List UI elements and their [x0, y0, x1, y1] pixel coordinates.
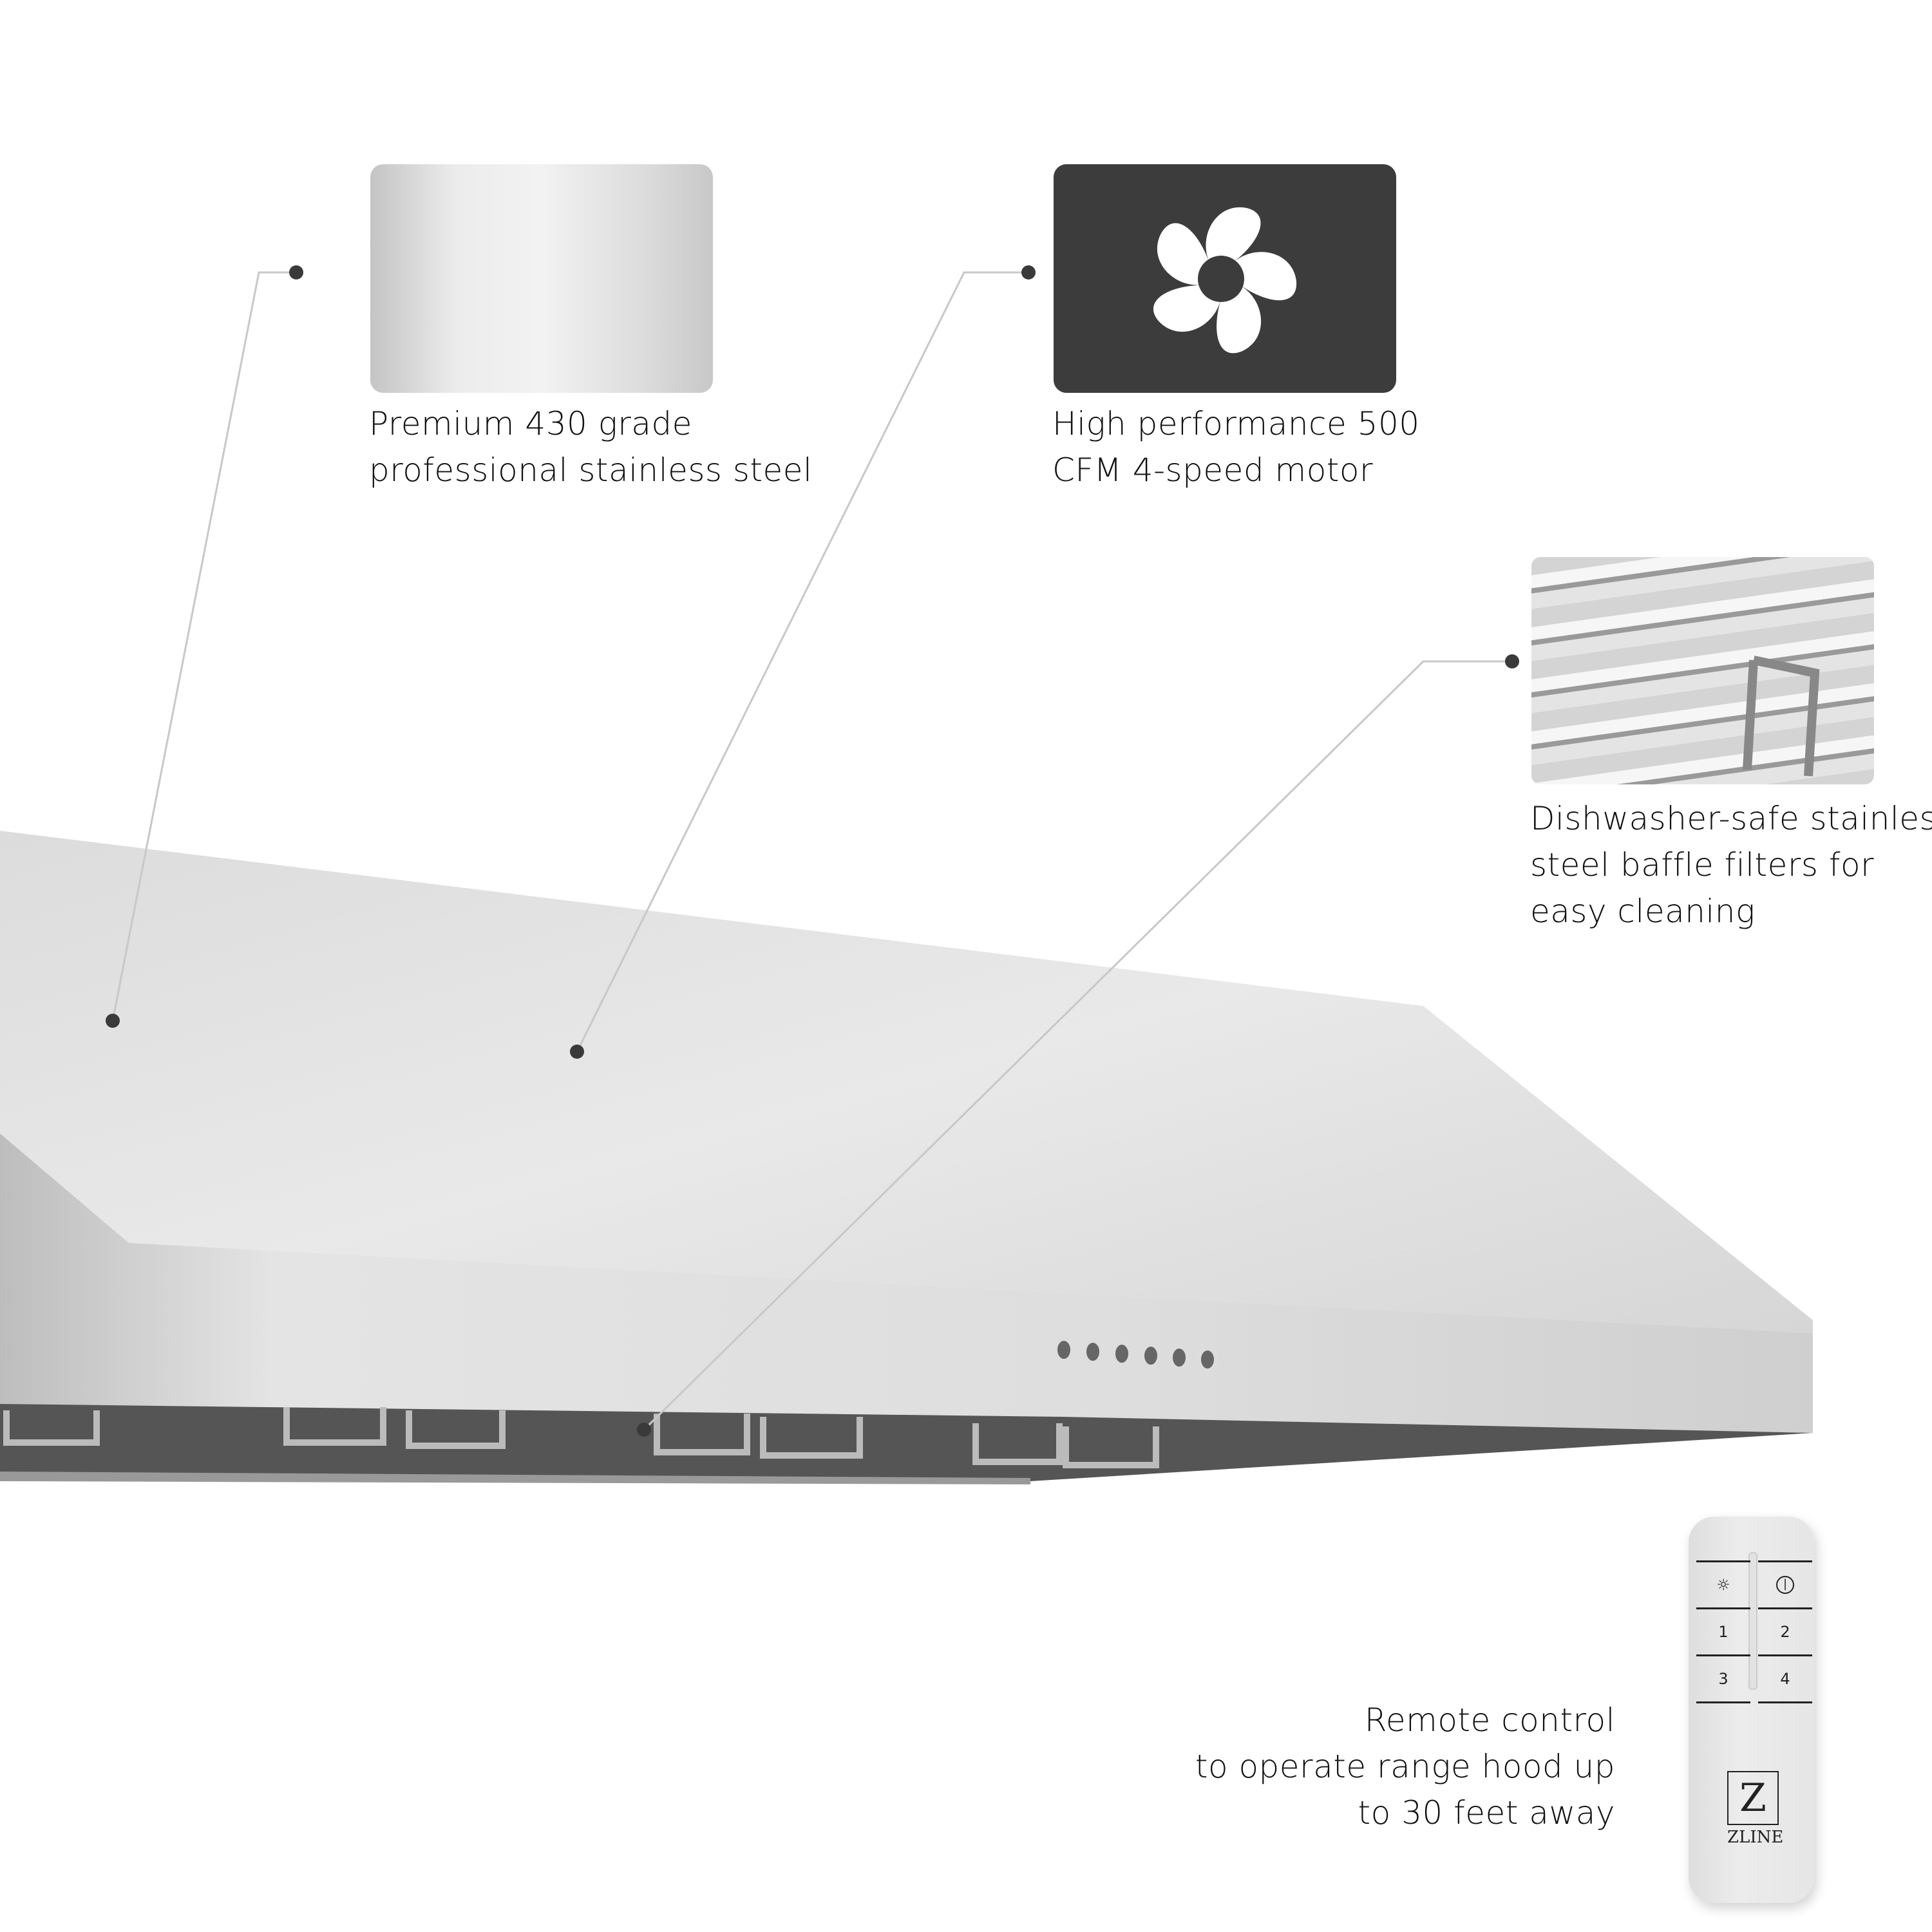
callout-dot: [570, 1045, 584, 1059]
caption-line: to operate range hood up: [1195, 1748, 1615, 1785]
callout-dot: [637, 1423, 651, 1437]
feature-caption-steel: Premium 430 grade professional stainless…: [369, 401, 812, 493]
caption-line: professional stainless steel: [369, 451, 813, 489]
caption-line: CFM 4-speed motor: [1052, 451, 1374, 489]
caption-line: Dishwasher-safe stainless: [1530, 800, 1932, 837]
baffle-filters: [3, 1407, 1159, 1468]
remote-speed-2: 2: [1758, 1607, 1812, 1654]
caption-line: easy cleaning: [1530, 893, 1756, 930]
baffle-filter-photo: [1531, 557, 1874, 784]
hood-top-surface: [0, 831, 1813, 1333]
stainless-steel-swatch: [370, 164, 713, 393]
feature-caption-filters: Dishwasher-safe stainless steel baffle f…: [1530, 795, 1932, 934]
light-bulb-icon: ☼: [1716, 1576, 1730, 1594]
remote-control: ☼ | 1 2 3 4 Z ZLINE: [1689, 1517, 1814, 1903]
remote-speed-1: 1: [1696, 1607, 1750, 1654]
hood-front-face: [0, 1133, 1813, 1433]
callout-dot: [106, 1014, 120, 1028]
caption-line: High performance 500: [1052, 405, 1420, 442]
caption-line: Remote control: [1364, 1701, 1615, 1739]
callout-dot: [289, 265, 303, 279]
hood-underside: [0, 1404, 1813, 1481]
caption-line: to 30 feet away: [1358, 1794, 1615, 1832]
zline-logo: Z ZLINE: [1727, 1771, 1783, 1847]
remote-speed-4: 4: [1758, 1654, 1812, 1701]
feature-caption-remote: Remote control to operate range hood up …: [1195, 1697, 1615, 1836]
caption-line: steel baffle filters for: [1530, 846, 1875, 884]
remote-light-button: ☼: [1696, 1560, 1750, 1607]
fan-icon: [1146, 207, 1302, 361]
remote-power-button: |: [1758, 1560, 1812, 1607]
fan-tile: [1054, 164, 1396, 393]
leader-lines: [111, 271, 1512, 1431]
hood-control-buttons: [1054, 1337, 1218, 1372]
power-icon: |: [1776, 1576, 1794, 1594]
callout-dot: [1505, 654, 1519, 668]
caption-line: Premium 430 grade: [369, 405, 692, 442]
feature-caption-motor: High performance 500 CFM 4-speed motor: [1052, 401, 1420, 493]
callout-dot: [1021, 265, 1036, 279]
remote-speed-3: 3: [1696, 1654, 1750, 1701]
